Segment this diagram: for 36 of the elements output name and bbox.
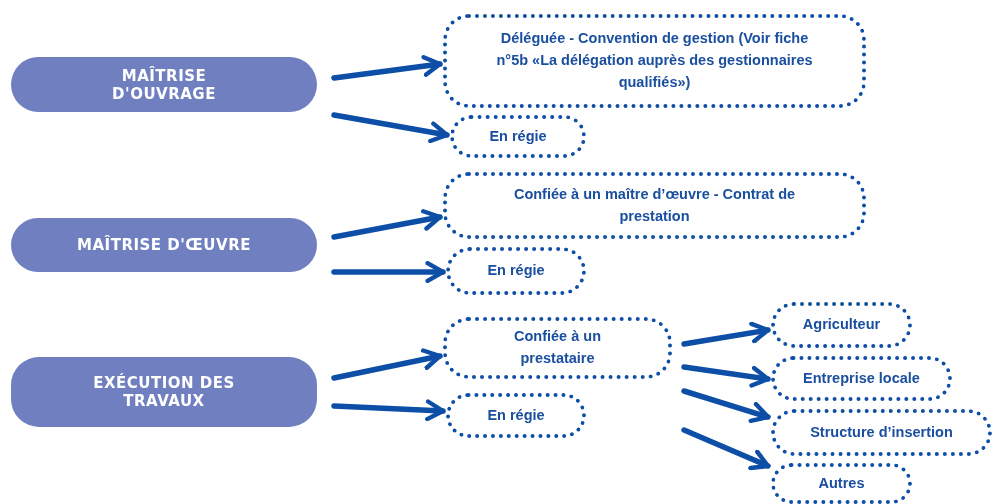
option-bubble <box>443 14 866 108</box>
option-bubble <box>771 302 912 348</box>
arrow <box>681 388 771 424</box>
arrow <box>331 209 443 240</box>
arrow <box>331 112 450 144</box>
node-label: Déléguée - Convention de gestion (Voir fiche n°5b «La délégation auprès des gestionnaires qualifiés») <box>495 29 814 92</box>
category-pill <box>11 57 317 112</box>
node-label: Agriculteur <box>802 315 881 335</box>
node-label: MAÎTRISE D'OUVRAGE <box>111 66 217 103</box>
node-label: MAÎTRISE D'ŒUVRE <box>77 236 251 254</box>
option-bubble <box>443 172 866 239</box>
category-pill <box>11 357 317 427</box>
option-bubble <box>771 356 952 401</box>
arrow <box>331 261 446 283</box>
option-bubble <box>771 409 992 456</box>
node-label: Entreprise locale <box>803 368 920 388</box>
node-label: Autres <box>818 473 865 493</box>
option-bubble <box>450 115 586 158</box>
node-label: Structure d’insertion <box>810 422 953 442</box>
node-label: En régie <box>487 261 545 281</box>
option-bubble <box>443 317 672 379</box>
arrow <box>681 321 771 347</box>
option-bubble <box>771 463 912 504</box>
arrow <box>331 399 446 422</box>
arrow <box>681 364 771 388</box>
node-label: Confiée à un prestataire <box>513 327 602 368</box>
option-bubble <box>446 247 586 295</box>
node-label: En régie <box>487 405 545 425</box>
option-bubble <box>446 393 586 438</box>
arrow <box>331 348 443 381</box>
arrow <box>681 427 771 471</box>
category-pill <box>11 218 317 272</box>
arrow <box>331 55 443 81</box>
node-label: Confiée à un maître d’œuvre - Contrat de prestation <box>512 184 797 226</box>
node-label: EXÉCUTION DES TRAVAUX <box>92 374 236 410</box>
node-label: En régie <box>489 126 547 146</box>
